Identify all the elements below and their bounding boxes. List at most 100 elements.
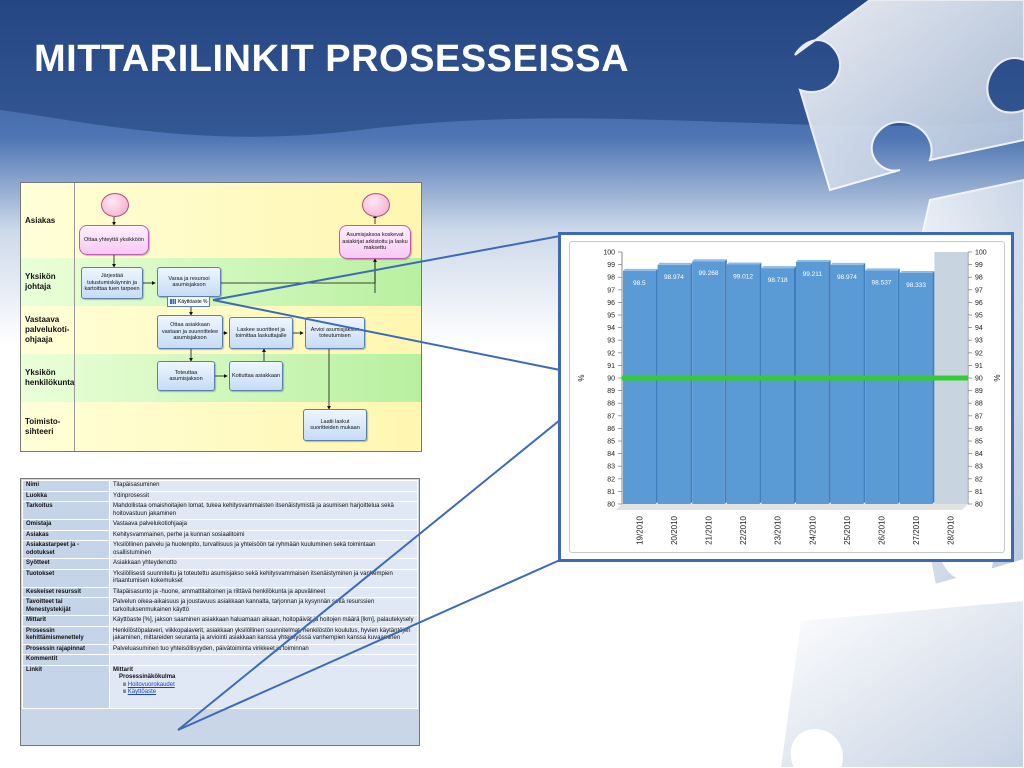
- row-key: Prosessin rajapinnat: [22, 643, 110, 655]
- row-value: Tilapäisasunto ja -huone, ammattitaitoin…: [109, 586, 418, 598]
- bar-side: [724, 259, 727, 504]
- bar-top: [657, 262, 693, 265]
- row-key: Asiakastarpeet ja -odotukset: [22, 540, 110, 559]
- lane-label: Yksikön henkilökunta: [21, 354, 75, 402]
- data-label: 98.718: [768, 277, 788, 284]
- y-tick-label-left: 91: [607, 363, 615, 370]
- link-kayttoaste[interactable]: Käyttöaste: [127, 689, 157, 695]
- links-subgroup-label: Prosessinäkökulma: [119, 674, 176, 680]
- bar-top: [692, 259, 727, 262]
- bar-top: [796, 259, 831, 262]
- lane-henkilokunta: Yksikön henkilökunta: [21, 354, 421, 403]
- y-tick-label-left: 86: [607, 426, 615, 433]
- y-tick-label-left: 87: [607, 413, 615, 420]
- bar-22/2010: [726, 264, 760, 504]
- puzzle-piece-top: [794, 0, 1024, 192]
- bar-side: [897, 268, 900, 504]
- row-value: [109, 654, 418, 666]
- process-step-arvioi[interactable]: Arvioi asumisjakson toteutumisen: [305, 317, 365, 349]
- link-hoitovuorokaudet[interactable]: Hoitovuorokaudet: [127, 681, 175, 688]
- row-value: Käyttöaste [%], jakson saaminen asiakkaa…: [109, 615, 418, 627]
- y-tick-label-left: 80: [607, 502, 615, 509]
- chart-floor: [616, 504, 968, 510]
- data-label: 98.5: [633, 280, 646, 287]
- process-step-ottaa-yhteytta[interactable]: Ottaa yhteyttä yksikköön: [79, 225, 149, 255]
- y-tick-label-left: 85: [607, 439, 615, 446]
- bar-23/2010: [761, 268, 794, 504]
- y-tick-label-left: 84: [607, 451, 615, 458]
- y-tick-label-left: 98: [607, 275, 615, 282]
- row-key: Syötteet: [22, 558, 110, 570]
- y-tick-label-left: 93: [607, 338, 615, 345]
- row-value: Yksilöllisesti suunniteltu ja toteutettu…: [109, 568, 418, 588]
- chart-icon: [170, 299, 176, 304]
- bar-25/2010: [830, 264, 864, 504]
- process-step-laskee[interactable]: Laskee suoritteet ja toimittaa laskuttaj…: [229, 317, 293, 349]
- process-step-varaa[interactable]: Varaa ja resursoi asumisjakson: [157, 267, 221, 297]
- row-key: Luokka: [22, 490, 110, 502]
- bar-top: [726, 262, 762, 265]
- y-tick-label-left: 94: [607, 325, 615, 332]
- y-tick-label-right: 97: [975, 287, 983, 294]
- start-event-icon: [101, 193, 129, 217]
- x-tick-label: 22/2010: [739, 515, 748, 544]
- y-tick-label-left: 95: [607, 313, 615, 320]
- process-step-laatii[interactable]: Laatii laskut suoritteiden mukaan: [303, 409, 367, 441]
- process-swimlane-diagram: Asiakas Yksikön johtaja Vastaava palvelu…: [20, 182, 422, 452]
- data-label: 99.012: [733, 273, 753, 280]
- row-value: Mahdollistaa omaishoitajien lomat, tukea…: [109, 501, 418, 520]
- bar-top: [761, 266, 796, 269]
- y-tick-label-right: 99: [975, 262, 983, 269]
- y-axis-label-right: %: [992, 374, 1001, 381]
- x-tick-label: 24/2010: [808, 515, 817, 544]
- table-row-linkit: Linkit Mittarit Prosessinäkökulma iii Ho…: [22, 664, 418, 709]
- y-tick-label-left: 90: [607, 376, 615, 383]
- process-step-asumisjakso-arkistoitu[interactable]: Asumisjaksoa koskevat asiakirjat arkisto…: [339, 225, 411, 259]
- y-tick-label-left: 88: [607, 401, 615, 408]
- links-item: iii Käyttöaste: [113, 689, 414, 697]
- row-value-links: Mittarit Prosessinäkökulma iii Hoitovuor…: [109, 664, 418, 709]
- y-tick-label-left: 92: [607, 350, 615, 357]
- process-step-kotiuttaa[interactable]: Kotiuttaa asiakkaan: [229, 361, 283, 391]
- table-row: Kommentit: [22, 654, 418, 666]
- bar-side: [863, 262, 866, 504]
- bar-side: [690, 262, 693, 504]
- y-tick-label-right: 80: [975, 502, 983, 509]
- row-value: Kehitysvammainen, perhe ja kunnan sosiaa…: [109, 529, 418, 541]
- bar-top: [899, 271, 935, 274]
- row-key: Keskeiset resurssit: [22, 586, 110, 598]
- bar-27/2010: [899, 273, 933, 504]
- row-key: Linkit: [22, 664, 110, 709]
- y-tick-label-right: 95: [975, 313, 983, 320]
- links-item: iii Hoitovuorokaudet: [113, 682, 414, 690]
- x-tick-label: 21/2010: [705, 515, 714, 544]
- process-step-toteuttaa[interactable]: Toteuttaa asumisjakson: [157, 361, 215, 391]
- process-step-ottaa-asiakkaan[interactable]: Ottaa asiakkaan vastaan ja suunnittelee …: [157, 315, 223, 349]
- y-tick-label-right: 90: [975, 376, 983, 383]
- bar-19/2010: [623, 270, 656, 504]
- y-tick-label-right: 86: [975, 426, 983, 433]
- end-event-icon: [362, 193, 390, 217]
- bar-side: [655, 268, 658, 504]
- puzzle-piece-bottom: [778, 598, 1024, 768]
- row-value: Asiakkaan yhteydenotto: [109, 558, 418, 570]
- y-tick-label-right: 98: [975, 275, 983, 282]
- kayttoaste-metric-link[interactable]: Käyttöaste %: [167, 296, 211, 307]
- row-key: Omistaja: [22, 519, 110, 531]
- bar-24/2010: [796, 261, 829, 504]
- x-tick-label: 26/2010: [878, 515, 887, 544]
- process-step-jarjestaa[interactable]: Järjestää tutustumiskäynnin ja kartoitta…: [81, 267, 143, 299]
- y-tick-label-left: 99: [607, 262, 615, 269]
